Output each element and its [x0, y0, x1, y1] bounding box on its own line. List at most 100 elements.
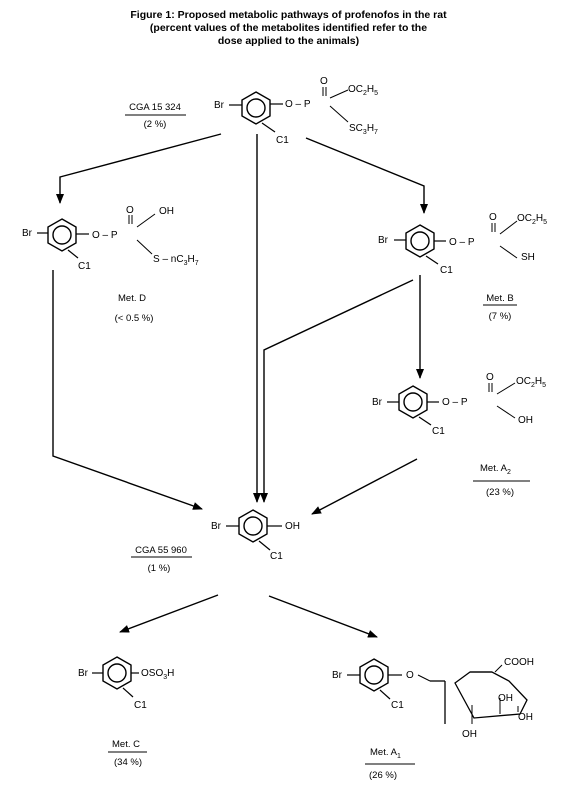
- ethoxy-group-label: OC2H5: [516, 376, 546, 389]
- figure-title-line-3: dose applied to the animals): [217, 35, 360, 47]
- compound-percent: (< 0.5 %): [115, 313, 154, 324]
- ester-linker-label: O – P: [442, 397, 468, 408]
- compound-percent: (2 %): [144, 119, 167, 130]
- ester-linker-label: O – P: [285, 99, 311, 110]
- bond: [499, 220, 518, 235]
- hydroxyl-label: OH: [498, 693, 513, 704]
- compound-cga15324: Br C1 O – P O OC2H5 SC3H7 CGA 15 324 (2 …: [125, 76, 378, 146]
- bond: [122, 687, 134, 698]
- benzene-ring: [238, 509, 268, 543]
- bromine-label: Br: [372, 397, 383, 408]
- chlorine-label: C1: [270, 551, 283, 562]
- sulfate-group-label: OSO3H: [141, 668, 174, 681]
- aromatic-circle: [107, 663, 127, 683]
- compound-percent: (26 %): [369, 770, 397, 781]
- figure-title: Figure 1: Proposed metabolic pathways of…: [0, 9, 577, 48]
- ether-oxygen-label: O: [406, 670, 414, 681]
- thiol-label: SH: [521, 252, 535, 263]
- benzene-ring: [398, 385, 428, 419]
- bromine-label: Br: [378, 235, 389, 246]
- ethoxy-group-label: OC2H5: [517, 213, 547, 226]
- bond: [496, 405, 516, 419]
- glucuronic-acid-ring: [454, 671, 528, 719]
- figure-title-line-2: (percent values of the metabolites ident…: [149, 22, 428, 34]
- compound-met-a2: Br C1 O – P O OC2H5 OH Met. A2 (23 %): [372, 372, 546, 498]
- compound-met-b: Br C1 O – P O OC2H5 SH Met. B (7 %): [378, 212, 547, 322]
- compound-percent: (1 %): [148, 563, 171, 574]
- benzene-ring: [359, 658, 389, 692]
- bond: [425, 255, 439, 265]
- ethoxy-group-label: OC2H5: [348, 84, 378, 97]
- compound-met-a1: Br C1 O COOH OH OH OH Met. A1 (26 %): [332, 657, 534, 781]
- benzene-ring: [47, 218, 77, 252]
- compound-met-d: Br C1 O – P O OH S – nC3H7 Met. D (< 0.5…: [22, 205, 199, 324]
- compound-name: Met. B: [486, 293, 513, 304]
- figure-title-line-1: Figure 1: Proposed metabolic pathways of…: [130, 9, 447, 21]
- aromatic-circle: [52, 225, 72, 245]
- compound-percent: (23 %): [486, 487, 514, 498]
- hydroxyl-label: OH: [285, 521, 300, 532]
- oxo-label: O: [489, 212, 497, 223]
- compound-percent: (34 %): [114, 757, 142, 768]
- compound-name: Met. C: [112, 739, 140, 750]
- bromine-label: Br: [211, 521, 222, 532]
- bond: [136, 239, 153, 255]
- chlorine-label: C1: [440, 265, 453, 276]
- bond: [261, 122, 276, 133]
- oxo-label: O: [320, 76, 328, 87]
- benzene-ring: [241, 91, 271, 125]
- arrow-met-b-to-cga55960: [260, 279, 414, 503]
- chlorine-label: C1: [78, 261, 91, 272]
- chlorine-label: C1: [432, 426, 445, 437]
- bromine-label: Br: [332, 670, 343, 681]
- bond: [494, 664, 503, 673]
- bond: [67, 249, 79, 259]
- compound-name: CGA 15 324: [129, 102, 181, 113]
- hydroxyl-label: OH: [518, 415, 533, 426]
- bond: [136, 213, 156, 228]
- chlorine-label: C1: [391, 700, 404, 711]
- propylthio-group-label: S – nC3H7: [153, 254, 199, 267]
- compound-met-c: Br C1 OSO3H Met. C (34 %): [78, 656, 174, 768]
- reaction-arrows: [52, 133, 428, 638]
- ester-linker-label: O – P: [92, 230, 118, 241]
- bond: [329, 105, 349, 123]
- aromatic-circle: [243, 516, 263, 536]
- bromine-label: Br: [22, 228, 33, 239]
- compound-cga55960: Br C1 OH CGA 55 960 (1 %): [131, 509, 300, 574]
- arrow-cga15324-to-met-d: [56, 133, 222, 204]
- aromatic-circle: [410, 231, 430, 251]
- compound-percent: (7 %): [489, 311, 512, 322]
- compound-name: Met. D: [118, 293, 146, 304]
- bond: [417, 674, 431, 682]
- aromatic-circle: [403, 392, 423, 412]
- benzene-ring: [102, 656, 132, 690]
- carboxyl-label: COOH: [504, 657, 534, 668]
- hydroxyl-label: OH: [518, 712, 533, 723]
- compound-name: Met. A2: [480, 463, 511, 476]
- ester-linker-label: O – P: [449, 237, 475, 248]
- compound-name: CGA 55 960: [135, 545, 187, 556]
- bond: [418, 416, 432, 426]
- bond: [499, 245, 518, 259]
- benzene-ring: [405, 224, 435, 258]
- bond: [329, 89, 349, 99]
- aromatic-circle: [364, 665, 384, 685]
- chlorine-label: C1: [276, 135, 289, 146]
- chlorine-label: C1: [134, 700, 147, 711]
- bond: [258, 540, 271, 551]
- arrow-met-d-to-cga55960: [52, 270, 203, 510]
- oxo-label: O: [486, 372, 494, 383]
- arrow-cga55960-to-met-a1: [268, 595, 378, 638]
- arrow-cga15324-to-met-b: [305, 137, 428, 214]
- bond: [496, 382, 516, 395]
- bromine-label: Br: [214, 100, 225, 111]
- propylthio-group-label: SC3H7: [349, 123, 378, 136]
- aromatic-circle: [246, 98, 266, 118]
- hydroxyl-label: OH: [462, 729, 477, 740]
- oxo-label: O: [126, 205, 134, 216]
- bromine-label: Br: [78, 668, 89, 679]
- arrow-cga55960-to-met-c: [119, 594, 219, 633]
- bond: [379, 689, 391, 700]
